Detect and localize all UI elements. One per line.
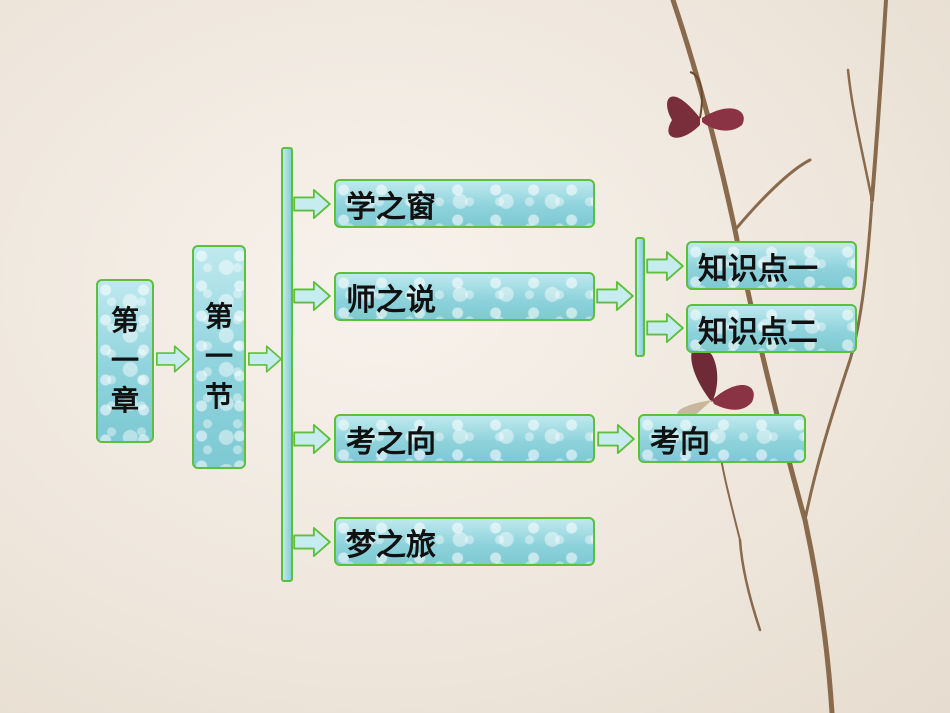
- chapter-char: 一: [110, 344, 139, 377]
- knowledge-bar: [635, 237, 645, 357]
- kaoxiang-box[interactable]: 考向: [638, 414, 806, 463]
- arrow-right-icon: [293, 281, 331, 311]
- branch-bar: [281, 147, 293, 582]
- branch-kao[interactable]: 考之向: [334, 414, 595, 463]
- knowledge-point-2[interactable]: 知识点二: [686, 304, 857, 353]
- butterfly-icon: [677, 345, 754, 420]
- branch-xue[interactable]: 学之窗: [334, 179, 595, 228]
- branch-xue-label: 学之窗: [346, 189, 436, 225]
- arrow-right-icon: [156, 345, 190, 373]
- arrow-right-icon: [597, 424, 635, 454]
- branch-meng-label: 梦之旅: [346, 527, 436, 563]
- branch-meng[interactable]: 梦之旅: [334, 517, 595, 566]
- arrow-right-icon: [646, 251, 684, 281]
- knowledge-point-1[interactable]: 知识点一: [686, 241, 857, 290]
- arrow-right-icon: [293, 424, 331, 454]
- arrow-right-icon: [293, 189, 331, 219]
- chapter-char: 第: [110, 304, 139, 337]
- arrow-right-icon: [293, 527, 331, 557]
- arrow-right-icon: [646, 313, 684, 343]
- section-char: 第: [204, 300, 233, 333]
- branch-shi[interactable]: 师之说: [334, 272, 595, 321]
- arrow-right-icon: [596, 281, 634, 311]
- kaoxiang-label: 考向: [650, 424, 710, 460]
- knowledge-point-1-label: 知识点一: [698, 251, 818, 287]
- section-box[interactable]: 第 一 节: [192, 245, 246, 469]
- knowledge-point-2-label: 知识点二: [698, 314, 818, 350]
- branch-kao-label: 考之向: [346, 424, 436, 460]
- chapter-box[interactable]: 第 一 章: [96, 279, 154, 443]
- section-char: 节: [204, 380, 233, 413]
- section-char: 一: [204, 340, 233, 373]
- branch-shi-label: 师之说: [346, 282, 436, 318]
- arrow-right-icon: [248, 345, 282, 373]
- butterfly-icon: [667, 71, 744, 138]
- chapter-char: 章: [110, 384, 139, 417]
